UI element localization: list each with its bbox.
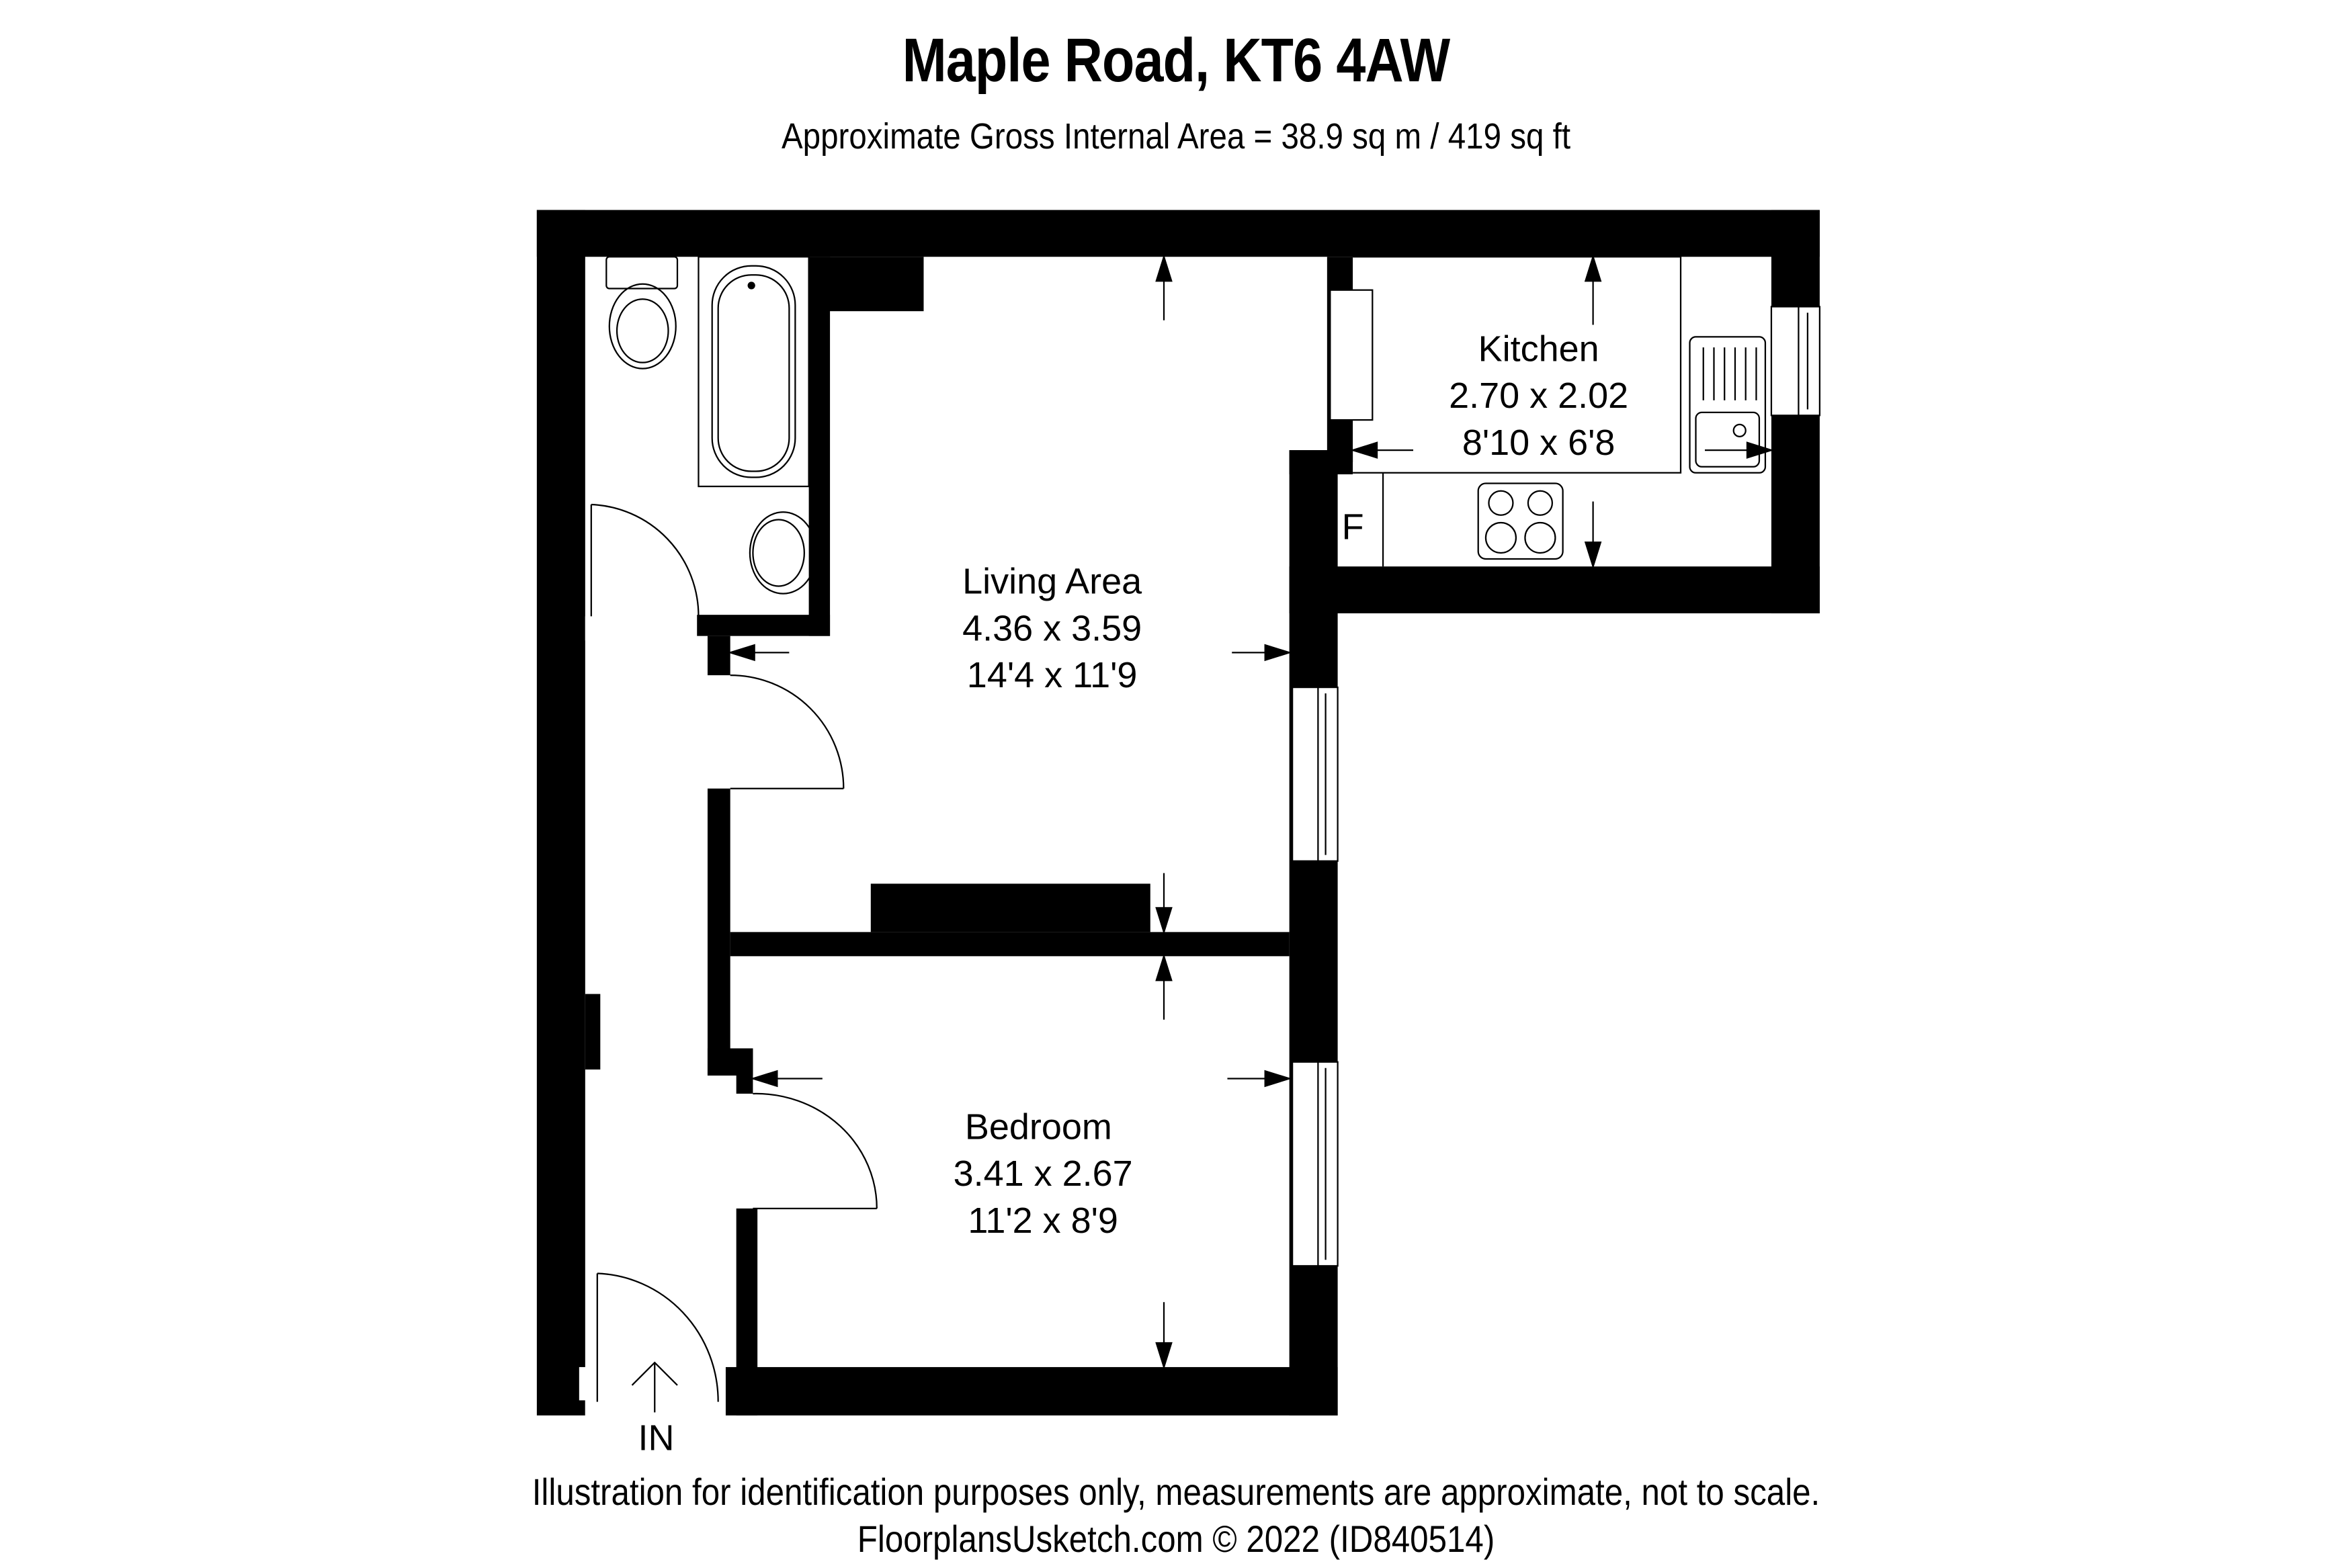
bedroom-imperial: 11'2 x 8'9: [968, 1201, 1118, 1241]
fridge-label: F: [1342, 507, 1364, 548]
openings: [579, 289, 1821, 1415]
page-title: Maple Road, KT6 4AW: [902, 26, 1450, 95]
living-imperial: 14'4 x 11'9: [967, 655, 1138, 695]
disclaimer: Illustration for identification purposes…: [532, 1471, 1820, 1513]
bath-icon: [711, 265, 796, 478]
dimension-arrows: [727, 254, 1774, 1370]
bedroom-metric: 3.41 x 2.67: [954, 1153, 1133, 1194]
bedroom-name: Bedroom: [965, 1106, 1112, 1147]
drainer-lines-icon: [1702, 347, 1757, 400]
entrance-door-icon: [596, 1272, 719, 1402]
entrance-label: IN: [638, 1418, 675, 1458]
toilet-cistern: [605, 256, 679, 290]
kitchen-metric: 2.70 x 2.02: [1449, 376, 1628, 416]
living-metric: 4.36 x 3.59: [962, 608, 1142, 648]
kitchen-imperial: 8'10 x 6'8: [1462, 423, 1615, 463]
bathroom-door-icon: [590, 503, 700, 617]
window-glazing: [1317, 306, 1809, 1266]
living-name: Living Area: [962, 562, 1142, 602]
doors: [590, 503, 878, 1402]
kitchen-name: Kitchen: [1478, 329, 1599, 369]
basin-icon: [749, 511, 817, 595]
kitchen-fixtures: [1353, 256, 1767, 567]
gross-internal-area: Approximate Gross Internal Area = 38.9 s…: [781, 116, 1571, 157]
bathroom-fixtures: [605, 256, 817, 595]
sink-icon: [1689, 336, 1767, 474]
toilet-bowl-icon: [608, 283, 677, 369]
hob-icon: [1477, 482, 1564, 560]
entrance-arrow-icon: [631, 1361, 678, 1413]
copyright-credit: FloorplansUsketch.com © 2022 (ID840514): [857, 1518, 1495, 1560]
bedroom-door-icon: [753, 1092, 878, 1209]
living-door-icon: [730, 674, 845, 789]
